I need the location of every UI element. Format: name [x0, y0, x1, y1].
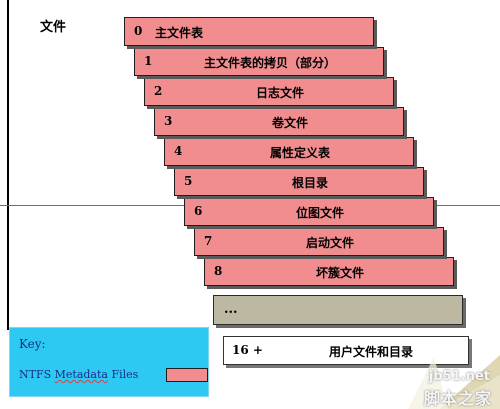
- metadata-entry: 2 日志文件: [144, 77, 394, 106]
- entry-number: 6: [194, 204, 203, 218]
- user-files-box: 16 + 用户文件和目录: [223, 336, 469, 365]
- entry-label: 主文件表的拷贝（部分）: [203, 56, 336, 70]
- entry-label: 位图文件: [295, 206, 344, 220]
- entry-label: 坏簇文件: [315, 266, 364, 280]
- legend-entry-suffix: Files: [107, 368, 139, 381]
- metadata-entry: 8 坏簇文件: [204, 257, 454, 286]
- legend-entry-underlined: Metadata: [54, 368, 108, 381]
- metadata-entry: 1 主文件表的拷贝（部分）: [134, 47, 384, 76]
- metadata-entry: 6 位图文件: [184, 197, 434, 226]
- metadata-entry: 3 卷文件: [154, 107, 404, 136]
- legend-title: Key:: [19, 337, 46, 351]
- legend-box: Key: NTFS Metadata Files: [9, 327, 209, 397]
- entry-number: 5: [184, 174, 193, 188]
- entry-label: 根目录: [291, 176, 328, 190]
- watermark: jb51.net 脚本之家: [370, 347, 500, 409]
- metadata-entry: 4 属性定义表: [164, 137, 414, 166]
- user-files-label: 用户文件和目录: [329, 345, 414, 359]
- legend-swatch: [166, 368, 208, 382]
- metadata-entry: 0 主文件表: [124, 17, 374, 46]
- entry-label: 启动文件: [305, 236, 354, 250]
- watermark-site: jb51.net: [428, 369, 490, 384]
- entry-number: 3: [164, 114, 173, 128]
- reserved-entries-box: ...: [213, 295, 463, 325]
- user-files-number: 16 +: [232, 343, 263, 357]
- entry-number: 4: [174, 144, 183, 158]
- diagram-title: 文件: [40, 20, 67, 35]
- entry-number: 1: [144, 54, 153, 68]
- metadata-entry: 7 启动文件: [194, 227, 444, 256]
- entry-label: 日志文件: [255, 86, 304, 100]
- watermark-name: 脚本之家: [423, 389, 492, 408]
- entry-number: 7: [204, 234, 213, 248]
- entry-number: 8: [214, 264, 223, 278]
- entry-label: 属性定义表: [269, 146, 330, 160]
- legend-entry-prefix: NTFS: [19, 368, 55, 381]
- legend-entry: NTFS Metadata Files: [19, 368, 138, 381]
- entry-label: 主文件表: [155, 26, 204, 40]
- left-vertical-line: [7, 0, 9, 330]
- entry-number: 2: [154, 84, 163, 98]
- metadata-entry: 5 根目录: [174, 167, 424, 196]
- watermark-logo-icon: [408, 355, 500, 409]
- entry-number: 0: [134, 24, 143, 38]
- ellipsis-text: ...: [224, 302, 238, 317]
- entry-label: 卷文件: [271, 116, 308, 130]
